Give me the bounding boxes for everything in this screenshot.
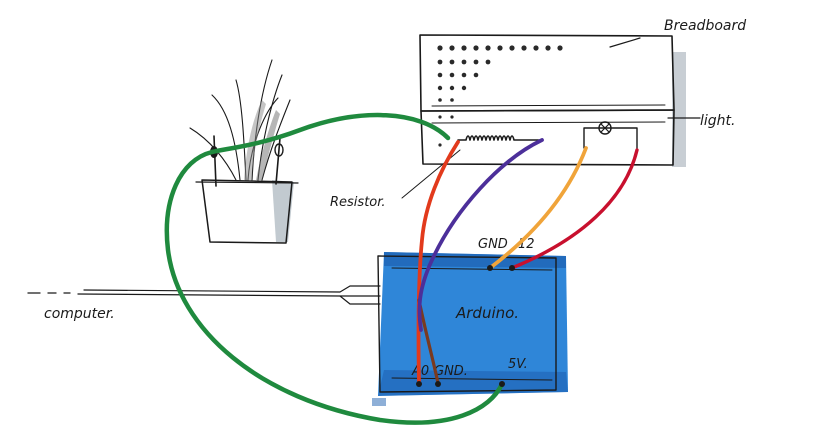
breadboard-label: Breadboard bbox=[664, 18, 746, 34]
pin-5v-label: 5V. bbox=[508, 357, 528, 372]
wire-red bbox=[416, 140, 460, 385]
resistor-label: Resistor. bbox=[330, 195, 386, 210]
computer-cable bbox=[27, 285, 381, 305]
wire-purple bbox=[417, 138, 544, 332]
wire-orange bbox=[488, 146, 588, 270]
resistor-coil-icon bbox=[457, 135, 541, 141]
pin-gnd-bottom-label: GND. bbox=[434, 364, 468, 379]
arduino-label: Arduino. bbox=[455, 304, 519, 322]
wire-green bbox=[164, 112, 505, 425]
computer-label: computer. bbox=[44, 306, 115, 322]
pin-gnd-top-label: GND bbox=[478, 237, 508, 252]
potted-plant-icon bbox=[189, 59, 299, 244]
breadboard bbox=[419, 34, 686, 167]
lamp-symbol-icon bbox=[583, 121, 638, 151]
arduino-board bbox=[372, 252, 568, 406]
breadboard-holes bbox=[437, 45, 563, 147]
wire-crimson bbox=[510, 148, 639, 270]
light-label: light. bbox=[700, 113, 735, 129]
